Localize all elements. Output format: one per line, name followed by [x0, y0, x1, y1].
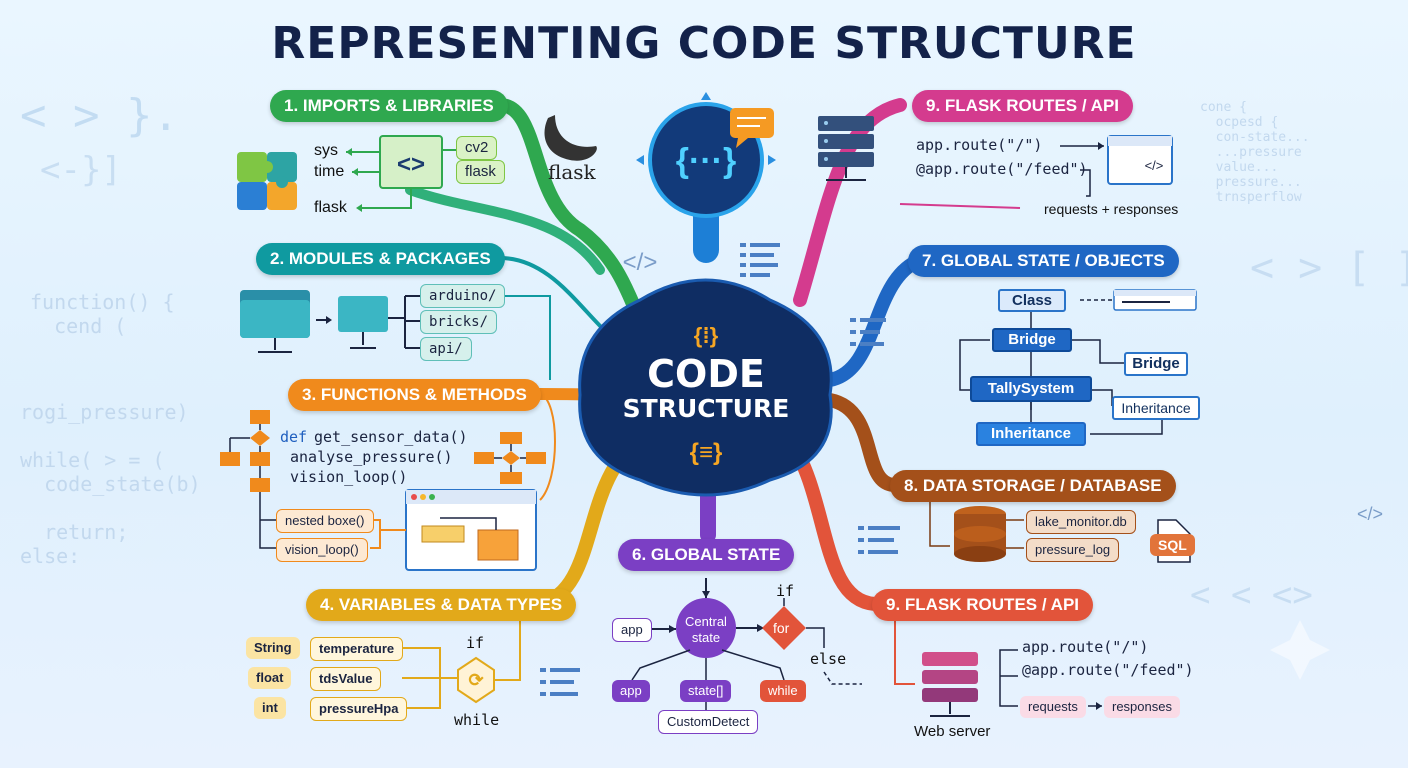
routes-top-feed: @app.route("/feed") — [916, 160, 1088, 178]
svg-text:</>: </> — [1357, 504, 1383, 524]
object-inheritance: Inheritance — [976, 422, 1086, 446]
state-node-app-top: app — [612, 618, 652, 642]
import-time: time — [314, 163, 345, 180]
background-code-left: < > }. — [20, 90, 179, 141]
flask-logo-text: flask — [548, 160, 596, 184]
function-vision-loop: vision_loop() — [290, 468, 408, 486]
object-tallysystem: TallySystem — [970, 376, 1092, 402]
var-tdsvalue: tdsValue — [310, 667, 382, 691]
state-node-app: app — [612, 680, 650, 702]
object-bridge: Bridge — [992, 328, 1072, 352]
import-flask: flask — [314, 199, 347, 216]
variables-while-label: while — [454, 711, 500, 729]
hub-title-line2: STRUCTURE — [622, 394, 790, 423]
hub-title-line1: CODE — [647, 352, 765, 396]
branch-global-objects-label: 7. GLOBAL STATE / OBJECTS — [908, 245, 1179, 277]
svg-text:{···}: {···} — [676, 142, 736, 180]
routes-top-root: app.route("/") — [916, 136, 1043, 154]
routes-bottom-feed: @app.route("/feed") — [1022, 661, 1194, 679]
function-analyse-pressure: analyse_pressure() — [290, 448, 453, 466]
function-get-sensor-data: get_sensor_data() — [314, 428, 468, 446]
background-code-right-2: < > [ ] — [1250, 245, 1408, 291]
branch-storage-label: 8. DATA STORAGE / DATABASE — [890, 470, 1176, 502]
branch-routes-top-label: 9. FLASK ROUTES / API — [912, 90, 1134, 122]
function-tag-vision-loop: vision_loop() — [276, 538, 368, 562]
background-code-right-3: < < <> — [1190, 575, 1313, 615]
branch-global-state-label: 6. GLOBAL STATE — [618, 539, 795, 571]
object-class: Class — [998, 289, 1066, 312]
import-flask-tag: flask — [456, 160, 505, 184]
background-code-left-3: function() { cend ( — [30, 290, 175, 338]
folder-bricks: bricks/ — [420, 310, 498, 334]
branch-modules-label: 2. MODULES & PACKAGES — [256, 243, 505, 275]
svg-text:{≡}: {≡} — [690, 439, 723, 466]
storage-lake-monitor: lake_monitor.db — [1026, 510, 1136, 534]
central-state-line1: Central — [685, 614, 727, 629]
import-cv2: cv2 — [456, 136, 498, 160]
branch-variables-label: 4. VARIABLES & DATA TYPES — [306, 589, 577, 621]
var-temperature: temperature — [310, 637, 404, 661]
object-bridge-side: Bridge — [1124, 352, 1188, 376]
type-int: int — [254, 697, 286, 719]
folder-api: api/ — [420, 337, 472, 361]
branch-functions-label: 3. FUNCTIONS & METHODS — [288, 379, 541, 411]
branch-routes-bottom-label: 9. FLASK ROUTES / API — [872, 589, 1094, 621]
routes-bottom-responses: responses — [1104, 696, 1180, 718]
object-inheritance-side: Inheritance — [1112, 396, 1200, 420]
state-node-customdetect: CustomDetect — [658, 710, 759, 734]
routes-bottom-root: app.route("/") — [1022, 638, 1149, 656]
background-code-left-2: <-}] — [40, 150, 122, 190]
page-title: REPRESENTING CODE STRUCTURE — [271, 18, 1137, 69]
routes-bottom-server: Web server — [914, 723, 991, 740]
state-else-label: else — [810, 650, 847, 668]
svg-text:</>: </> — [1145, 158, 1164, 173]
storage-pressure-log: pressure_log — [1026, 538, 1120, 562]
routes-top-result: requests + responses — [1044, 201, 1179, 217]
type-string: String — [246, 637, 300, 659]
state-node-while: while — [760, 680, 806, 702]
background-code-left-4: rogi_pressure) while( > = ( code_state(b… — [20, 400, 201, 568]
import-sys: sys — [314, 142, 338, 159]
storage-sql-badge: SQL — [1150, 534, 1195, 556]
central-state-line2: state — [691, 630, 721, 645]
routes-bottom-requests: requests — [1020, 696, 1086, 718]
function-def-keyword: def — [280, 428, 308, 446]
svg-text:⟳: ⟳ — [468, 670, 484, 690]
svg-text:{⁞}: {⁞} — [694, 323, 719, 348]
folder-arduino: arduino/ — [420, 284, 506, 308]
variables-if-label: if — [466, 634, 485, 652]
state-decision-for: for — [773, 620, 790, 636]
var-pressurehpa: pressureHpa — [310, 697, 408, 721]
state-node-state: state[] — [680, 680, 732, 702]
function-tag-nested: nested boxe() — [276, 509, 374, 533]
svg-text:</>: </> — [623, 249, 658, 276]
background-code-right: cone { ocpesd { con-state... ...pressure… — [1200, 100, 1310, 205]
svg-text:<>: <> — [397, 151, 425, 178]
type-float: float — [248, 667, 292, 689]
state-if-label: if — [776, 582, 795, 600]
branch-imports-label: 1. IMPORTS & LIBRARIES — [270, 90, 508, 122]
